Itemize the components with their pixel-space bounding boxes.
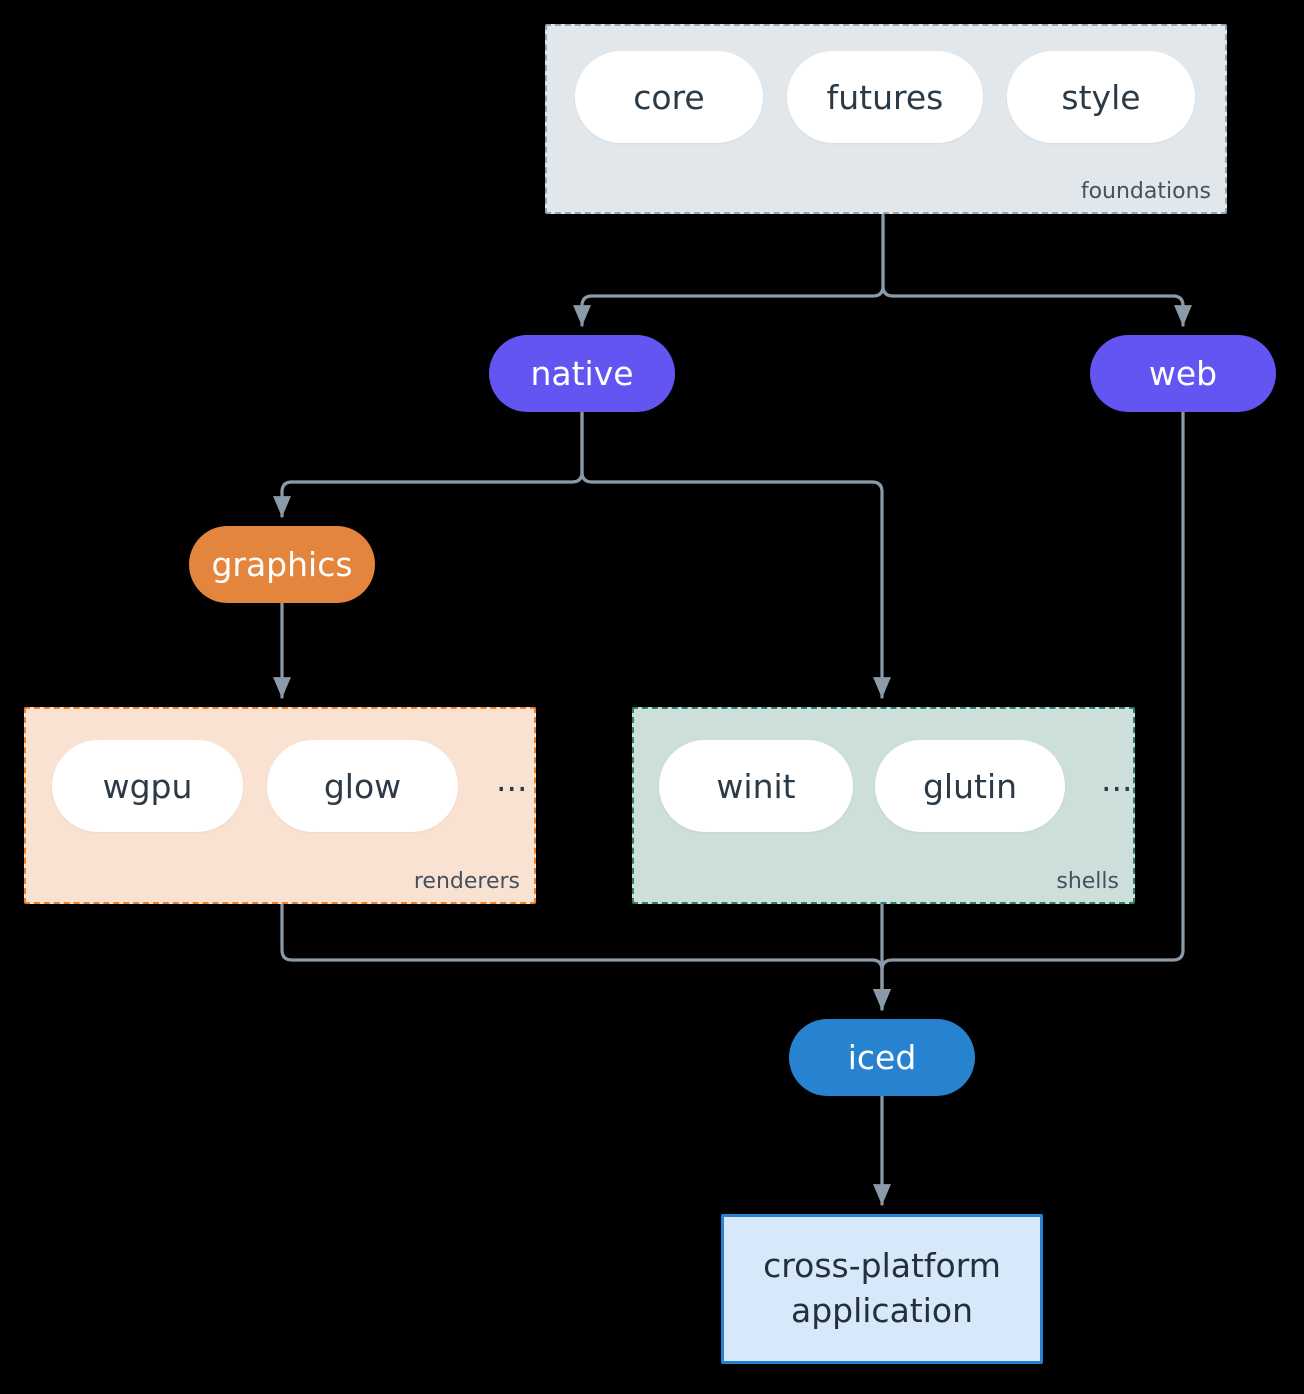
application-label-line1: cross-platform — [763, 1246, 1001, 1286]
pill-futures[interactable]: futures — [787, 51, 983, 143]
pill-wgpu[interactable]: wgpu — [52, 740, 243, 832]
edge-renderers-iced — [280, 902, 891, 1011]
pill-glow[interactable]: glow — [267, 740, 458, 832]
edge-foundations-native — [573, 213, 885, 327]
application-label-line2: application — [790, 1291, 974, 1330]
node-iced[interactable]: iced — [789, 1019, 975, 1096]
renderers-member-row: wgpu glow ... — [52, 740, 527, 832]
cluster-shells: winit glutin ... shells — [632, 707, 1135, 904]
pill-winit[interactable]: winit — [659, 740, 853, 832]
cluster-label-shells: shells — [1056, 869, 1119, 894]
edge-native-graphics — [273, 410, 584, 518]
pill-glutin[interactable]: glutin — [875, 740, 1065, 832]
edge-foundations-web — [881, 213, 1192, 327]
renderers-ellipsis: ... — [496, 759, 528, 799]
node-graphics[interactable]: graphics — [189, 526, 375, 603]
foundations-member-row: core futures style — [575, 51, 1195, 143]
cluster-label-foundations: foundations — [1080, 179, 1211, 204]
shells-ellipsis: ... — [1101, 759, 1133, 799]
cluster-foundations: core futures style foundations — [545, 24, 1227, 214]
pill-core[interactable]: core — [575, 51, 763, 143]
shells-member-row: winit glutin ... — [659, 740, 1132, 832]
node-cross-platform-application[interactable]: cross-platform application — [721, 1214, 1043, 1364]
node-web[interactable]: web — [1090, 335, 1276, 412]
cluster-renderers: wgpu glow ... renderers — [24, 707, 536, 904]
edge-native-shells — [580, 410, 891, 699]
pill-style[interactable]: style — [1007, 51, 1195, 143]
cluster-label-renderers: renderers — [413, 869, 520, 894]
node-native[interactable]: native — [489, 335, 675, 412]
